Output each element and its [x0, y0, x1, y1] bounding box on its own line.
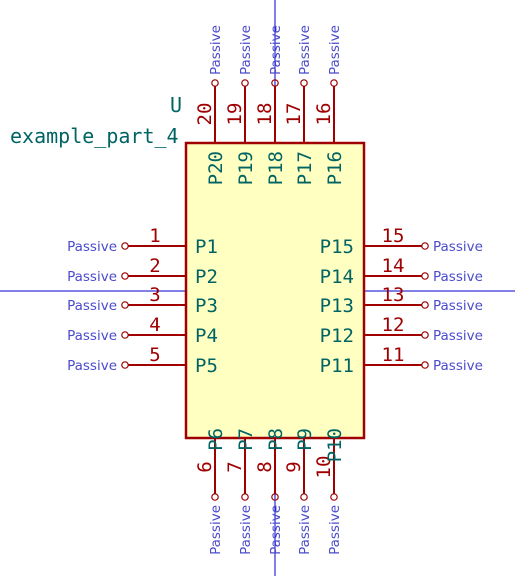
pin-type-15: Passive — [433, 239, 483, 255]
pin-end-marker-11[interactable] — [421, 361, 429, 369]
pin-type-18: Passive — [268, 25, 284, 75]
pin-type-8: Passive — [268, 505, 284, 555]
pin-name-P11: P11 — [320, 355, 354, 377]
pin-end-marker-8[interactable] — [271, 493, 279, 501]
pin-number-7: 7 — [224, 461, 246, 472]
part-value-label[interactable]: example_part_4 — [10, 124, 179, 148]
pin-name-P10: P10 — [324, 428, 346, 462]
pin-type-14: Passive — [433, 269, 483, 285]
pin-number-1: 1 — [149, 225, 160, 247]
pin-end-marker-1[interactable] — [121, 242, 129, 250]
pin-number-13: 13 — [382, 284, 405, 306]
pin-type-16: Passive — [327, 25, 343, 75]
pin-type-10: Passive — [327, 505, 343, 555]
pin-number-16: 16 — [313, 103, 335, 126]
pin-number-18: 18 — [254, 103, 276, 126]
pin-type-5: Passive — [67, 358, 117, 374]
pin-end-marker-15[interactable] — [421, 242, 429, 250]
pin-number-2: 2 — [149, 255, 160, 277]
pin-end-marker-20[interactable] — [211, 79, 219, 87]
pin-number-19: 19 — [224, 103, 246, 126]
pin-name-P2: P2 — [195, 266, 218, 288]
pin-name-P5: P5 — [195, 355, 218, 377]
pin-type-3: Passive — [67, 298, 117, 314]
pin-number-14: 14 — [382, 255, 405, 277]
pin-end-marker-14[interactable] — [421, 272, 429, 280]
pin-end-marker-2[interactable] — [121, 272, 129, 280]
pin-end-marker-19[interactable] — [241, 79, 249, 87]
pin-name-P6: P6 — [205, 428, 227, 451]
pin-number-6: 6 — [194, 461, 216, 472]
pin-name-P15: P15 — [320, 236, 354, 258]
pin-name-P16: P16 — [324, 151, 346, 185]
pin-type-1: Passive — [67, 239, 117, 255]
pin-number-12: 12 — [382, 314, 405, 336]
pin-name-P1: P1 — [195, 236, 218, 258]
pin-name-P18: P18 — [265, 151, 287, 185]
pin-end-marker-9[interactable] — [300, 493, 308, 501]
pin-number-10: 10 — [313, 456, 335, 479]
pin-type-7: Passive — [238, 505, 254, 555]
pin-type-4: Passive — [67, 328, 117, 344]
pin-name-P7: P7 — [235, 428, 257, 451]
pin-end-marker-17[interactable] — [300, 79, 308, 87]
pin-end-marker-12[interactable] — [421, 331, 429, 339]
reference-designator[interactable]: U — [170, 93, 182, 117]
pin-name-P17: P17 — [294, 151, 316, 185]
pin-type-2: Passive — [67, 269, 117, 285]
pin-name-P13: P13 — [320, 295, 354, 317]
pin-type-11: Passive — [433, 358, 483, 374]
pin-number-9: 9 — [283, 461, 305, 472]
pin-end-marker-4[interactable] — [121, 331, 129, 339]
pin-name-P3: P3 — [195, 295, 218, 317]
pin-number-11: 11 — [382, 344, 405, 366]
pin-number-3: 3 — [149, 284, 160, 306]
pin-number-17: 17 — [283, 103, 305, 126]
pin-name-P4: P4 — [195, 325, 218, 347]
pin-number-4: 4 — [149, 314, 160, 336]
pin-end-marker-16[interactable] — [330, 79, 338, 87]
pin-name-P9: P9 — [294, 428, 316, 451]
pin-end-marker-6[interactable] — [211, 493, 219, 501]
pin-number-5: 5 — [149, 344, 160, 366]
pin-end-marker-18[interactable] — [271, 79, 279, 87]
pin-type-9: Passive — [297, 505, 313, 555]
pin-end-marker-3[interactable] — [121, 301, 129, 309]
pin-number-15: 15 — [382, 225, 405, 247]
pin-type-19: Passive — [238, 25, 254, 75]
pin-type-12: Passive — [433, 328, 483, 344]
pin-type-20: Passive — [208, 25, 224, 75]
pin-name-P8: P8 — [265, 428, 287, 451]
pin-name-P12: P12 — [320, 325, 354, 347]
pin-name-P14: P14 — [320, 266, 354, 288]
pin-type-17: Passive — [297, 25, 313, 75]
pin-type-13: Passive — [433, 298, 483, 314]
pin-end-marker-7[interactable] — [241, 493, 249, 501]
pin-end-marker-5[interactable] — [121, 361, 129, 369]
pin-number-20: 20 — [194, 103, 216, 126]
pin-name-P19: P19 — [235, 151, 257, 185]
pin-end-marker-10[interactable] — [330, 493, 338, 501]
component-body[interactable] — [184, 141, 366, 440]
pin-name-P20: P20 — [205, 151, 227, 185]
pin-number-8: 8 — [254, 461, 276, 472]
pin-end-marker-13[interactable] — [421, 301, 429, 309]
pin-type-6: Passive — [208, 505, 224, 555]
